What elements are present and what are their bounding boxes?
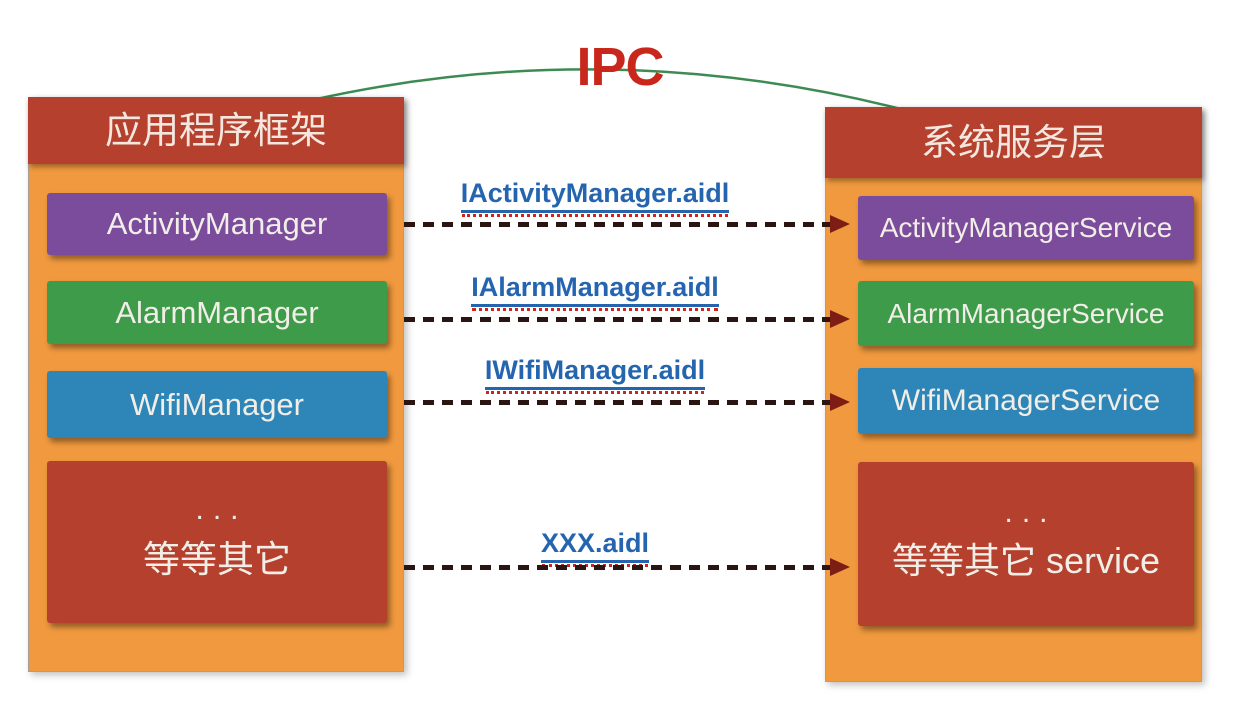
- box-alarm-manager: AlarmManager: [47, 281, 387, 344]
- system-service-header: 系统服务层: [825, 107, 1202, 178]
- box-activity-manager: ActivityManager: [47, 193, 387, 255]
- box-activity-manager-service: ActivityManagerService: [858, 196, 1194, 260]
- box-label: ActivityManager: [106, 206, 328, 241]
- box-wifi-manager-service: WifiManagerService: [858, 368, 1194, 434]
- aidl-link-iwifimanager[interactable]: IWifiManager.aidl: [370, 355, 820, 394]
- box-wifi-manager: WifiManager: [47, 371, 387, 438]
- arrowhead-icon: [830, 215, 850, 233]
- arrowhead-icon: [830, 558, 850, 576]
- box-label: 等等其它 service: [891, 540, 1161, 581]
- box-label: WifiManager: [130, 386, 304, 422]
- box-label: AlarmManagerService: [887, 297, 1165, 329]
- box-alarm-manager-service: AlarmManagerService: [858, 281, 1194, 346]
- arrowhead-icon: [830, 310, 850, 328]
- box-label: 等等其它: [143, 539, 291, 580]
- connection-arrow: [404, 558, 850, 576]
- ellipsis-dots: ...: [195, 493, 248, 526]
- box-other-services: ... 等等其它 service: [858, 462, 1194, 626]
- aidl-link-iactivitymanager[interactable]: IActivityManager.aidl: [370, 178, 820, 217]
- connection-arrow: [404, 215, 850, 233]
- connection-arrow: [404, 310, 850, 328]
- box-label: AlarmManager: [115, 294, 319, 330]
- aidl-link-xxx[interactable]: XXX.aidl: [370, 528, 820, 567]
- ellipsis-dots: ...: [1004, 496, 1057, 529]
- connection-arrow: [404, 393, 850, 411]
- application-framework-header: 应用程序框架: [28, 97, 404, 164]
- box-others: ... 等等其它: [47, 461, 387, 623]
- aidl-link-ialarmmanager[interactable]: IAlarmManager.aidl: [370, 272, 820, 311]
- diagram-title: IPC: [576, 37, 664, 97]
- arrowhead-icon: [830, 393, 850, 411]
- box-label: WifiManagerService: [891, 384, 1161, 417]
- box-label: ActivityManagerService: [879, 212, 1173, 243]
